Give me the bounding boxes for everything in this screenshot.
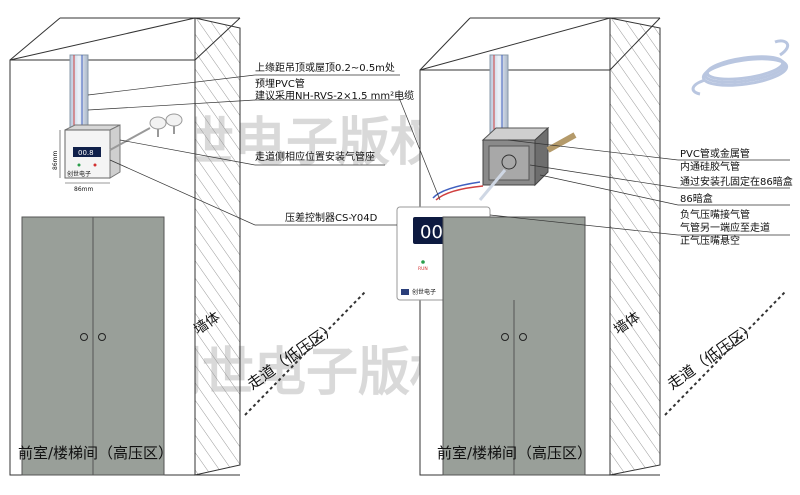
left-room-label: 前室/楼梯间（高压区） [18, 444, 173, 462]
left-mini-logo: 创世电子 [67, 170, 91, 178]
callout-mount-holes: 通过安装孔固定在86暗盒 [680, 175, 793, 188]
callout-pvc-embed: 预埋PVC管 [255, 77, 305, 90]
right-corridor-label: 走道（低压区） [664, 318, 760, 393]
left-dim-height: 86mm [52, 151, 59, 170]
run-indicator-label: RUN [418, 266, 428, 272]
callout-cable-suggest: 建议采用NH-RVS-2×1.5 mm²电缆 [255, 89, 414, 102]
left-pvc-pipe [69, 54, 89, 136]
left-wall-side [194, 17, 241, 476]
right-pvc-pipe [489, 54, 509, 141]
left-scene: 00.8 创世电子 86mm 86mm 前室/楼梯间（高压区） 墙体 走道（低压… [9, 17, 366, 476]
left-mini-display [73, 147, 101, 157]
callout-nozzle-seat: 走道侧相应位置安装气管座 [255, 150, 375, 163]
right-room-label: 前室/楼梯间（高压区） [437, 444, 592, 462]
callout-controller-model: 压差控制器CS-Y04D [285, 211, 378, 224]
callout-top-distance: 上缘距吊顶或屋顶0.2~0.5m处 [255, 61, 395, 74]
callout-pvc-metal: PVC管或金属管 [680, 147, 750, 160]
callout-positive-nozzle: 正气压嘴悬空 [680, 234, 740, 247]
left-callouts [87, 74, 441, 226]
callout-silicone: 内通硅胶气管 [680, 160, 740, 173]
callout-box86: 86暗盒 [680, 192, 713, 205]
callout-negative-nozzle: 负气压嘴接气管 [680, 208, 750, 221]
controller-logo: 创世电子 [412, 288, 436, 296]
left-mini-display-value: 00.8 [78, 149, 94, 157]
right-wall-side [609, 17, 661, 476]
right-scene: 00.8 Pa RUN ALM 创世电子 前室/楼梯间（高压区） 墙体 走道（低… [396, 17, 790, 476]
right-callouts [489, 139, 790, 236]
left-dim-width: 86mm [74, 186, 93, 193]
left-nozzle-seat [149, 113, 183, 137]
silicone-tube-coil [691, 39, 790, 96]
callout-tube-other-end: 气管另一端应至走道 [680, 221, 770, 234]
